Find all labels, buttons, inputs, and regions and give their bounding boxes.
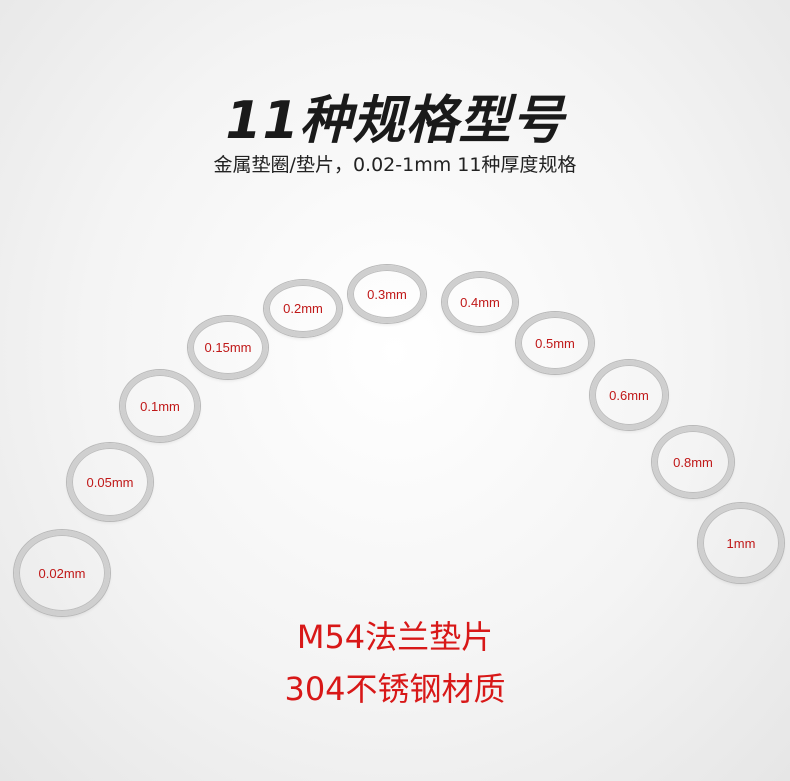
washer-0-5mm: 0.5mm	[516, 312, 594, 374]
washer-label: 0.15mm	[204, 340, 252, 355]
washer-0-1mm: 0.1mm	[120, 370, 200, 442]
washer-0-4mm: 0.4mm	[442, 272, 518, 332]
washer-label: 0.5mm	[535, 335, 575, 351]
washer-1mm: 1mm	[698, 503, 784, 583]
washer-0-05mm: 0.05mm	[67, 443, 153, 521]
product-name: M54法兰垫片	[296, 618, 494, 656]
washer-label: 0.2mm	[283, 301, 323, 316]
washer-0-15mm: 0.15mm	[188, 316, 268, 379]
washer-0-2mm: 0.2mm	[264, 280, 342, 337]
washer-0-6mm: 0.6mm	[590, 360, 668, 430]
washer-label: 0.1mm	[140, 398, 180, 414]
washer-label: 0.4mm	[460, 294, 500, 310]
page-title: 11种规格型号	[225, 91, 565, 151]
washer-label: 0.3mm	[367, 286, 407, 302]
page-subtitle: 金属垫圈/垫片，0.02-1mm 11种厚度规格	[213, 154, 577, 176]
washer-0-02mm: 0.02mm	[14, 530, 110, 616]
washer-label: 1mm	[726, 535, 756, 551]
product-material: 304不锈钢材质	[284, 670, 506, 708]
washer-label: 0.05mm	[86, 474, 134, 490]
washer-label: 0.8mm	[673, 454, 713, 470]
washer-0-8mm: 0.8mm	[652, 426, 734, 498]
washer-0-3mm: 0.3mm	[348, 265, 426, 323]
washer-label: 0.6mm	[609, 387, 649, 403]
washer-label: 0.02mm	[38, 565, 86, 581]
